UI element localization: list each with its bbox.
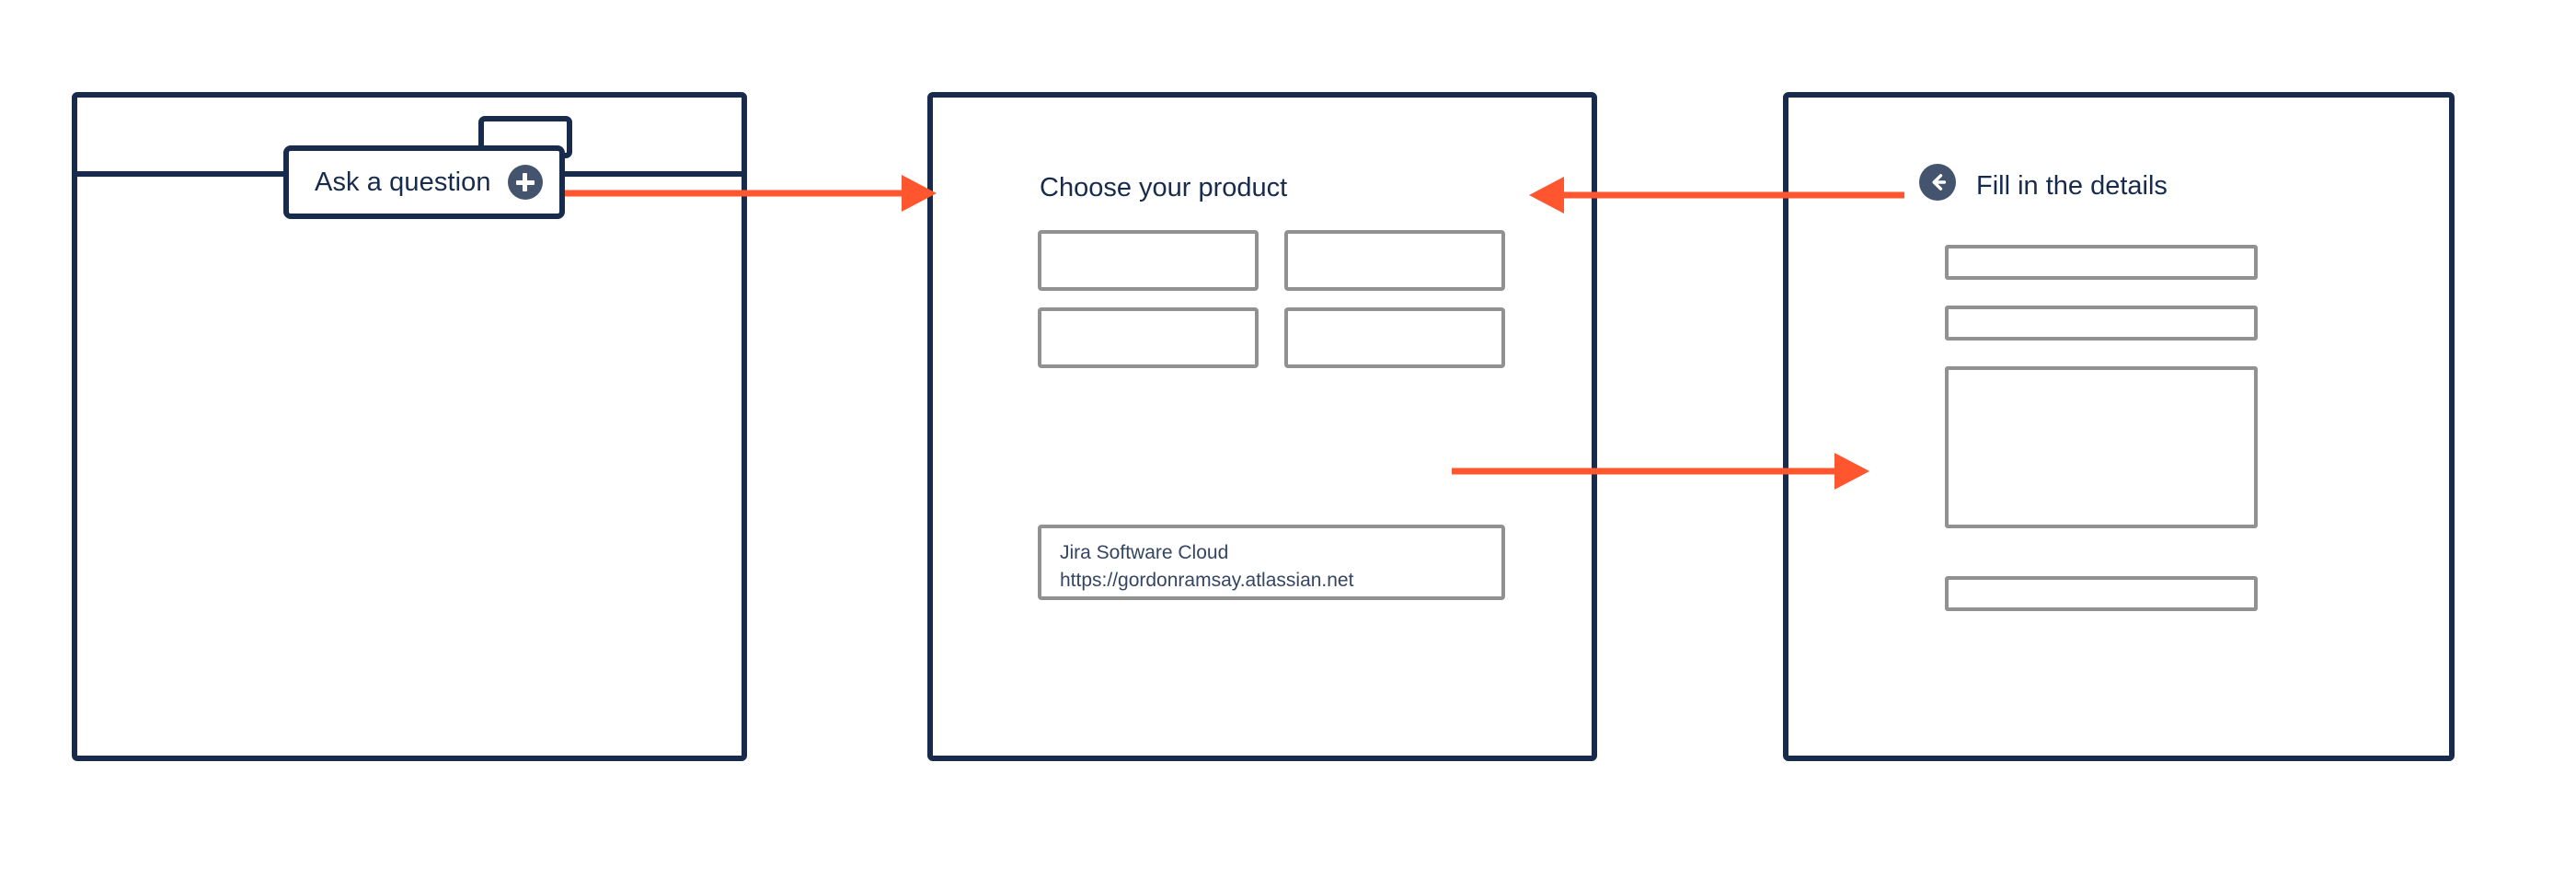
arrow-left-circle-icon[interactable] [1919, 164, 1956, 201]
form-field-input-3[interactable] [1945, 576, 2258, 611]
product-card[interactable] [1038, 307, 1259, 368]
product-card-grid [1038, 230, 1505, 368]
product-card[interactable] [1284, 230, 1505, 291]
browser-content-area [77, 177, 742, 756]
product-card[interactable] [1038, 230, 1259, 291]
ask-a-question-label: Ask a question [315, 167, 491, 197]
right-details-form-panel: Fill in the details [1783, 92, 2455, 761]
product-card[interactable] [1284, 307, 1505, 368]
choose-your-product-heading: Choose your product [1040, 173, 1288, 202]
middle-choose-product-panel: Choose your product Jira Software Cloud … [927, 92, 1597, 761]
site-url: https://gordonramsay.atlassian.net [1060, 569, 1354, 591]
selected-site-card[interactable]: Jira Software Cloud https://gordonramsay… [1038, 525, 1505, 600]
fill-in-the-details-heading: Fill in the details [1976, 171, 2168, 201]
form-field-textarea-1[interactable] [1945, 366, 2258, 528]
form-field-input-2[interactable] [1945, 306, 2258, 341]
form-field-input-1[interactable] [1945, 245, 2258, 280]
ask-a-question-callout[interactable]: Ask a question [283, 145, 565, 219]
site-product-name: Jira Software Cloud [1060, 542, 1229, 563]
plus-circle-icon[interactable] [507, 165, 543, 200]
